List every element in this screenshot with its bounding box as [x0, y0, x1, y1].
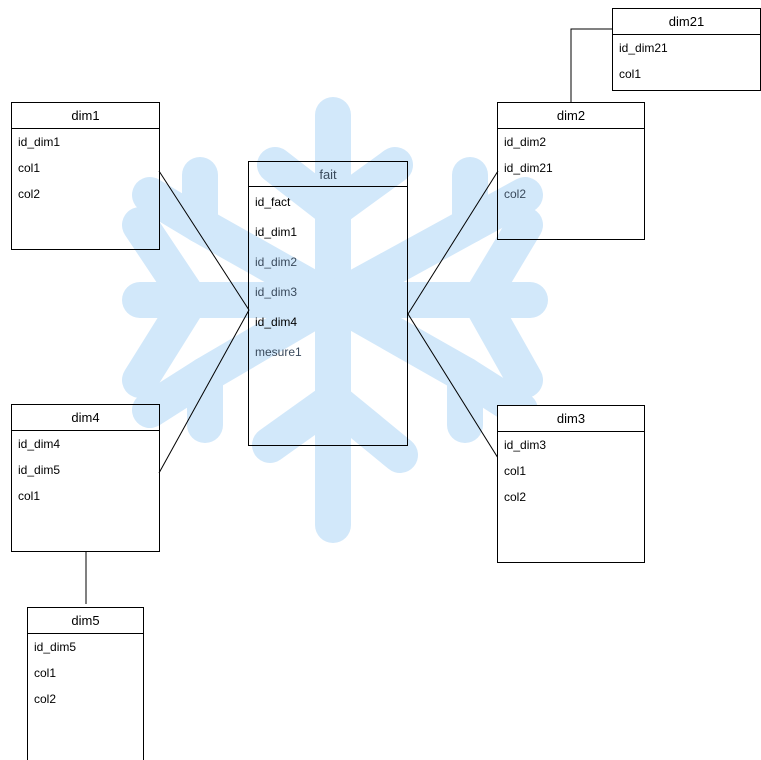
column-field: col1 [18, 161, 41, 175]
column-field: col2 [504, 187, 527, 201]
column-field: id_dim4 [18, 437, 61, 451]
column-field: id_dim21 [619, 41, 668, 55]
column-field: id_dim2 [255, 255, 298, 269]
column-field: id_dim5 [18, 463, 61, 477]
table-title: dim21 [613, 9, 760, 35]
column-field: col1 [504, 464, 527, 478]
table-dim3[interactable]: dim3 id_dim3 col1 col2 [497, 405, 645, 563]
link-dim4-fait [158, 309, 250, 474]
table-dim2[interactable]: dim2 id_dim2 id_dim21 col2 [497, 102, 645, 240]
table-title: dim5 [28, 608, 143, 634]
column-field: col1 [18, 489, 41, 503]
column-field: col2 [34, 692, 57, 706]
column-field: id_dim21 [504, 161, 553, 175]
table-dim5[interactable]: dim5 id_dim5 col1 col2 [27, 607, 144, 760]
column-field: id_dim3 [255, 285, 298, 299]
column-field: id_fact [255, 195, 291, 209]
column-field: id_dim1 [18, 135, 61, 149]
link-dim3-fait [407, 313, 499, 459]
link-dim1-fait [158, 170, 250, 311]
link-dim2-fait [407, 170, 499, 315]
column-field: mesure1 [255, 345, 302, 359]
table-dim4[interactable]: dim4 id_dim4 id_dim5 col1 [11, 404, 160, 552]
table-dim21[interactable]: dim21 id_dim21 col1 [612, 8, 761, 91]
column-field: id_dim1 [255, 225, 298, 239]
table-title: dim3 [498, 406, 644, 432]
column-field: id_dim2 [504, 135, 547, 149]
column-field: col1 [619, 67, 642, 81]
column-field: id_dim5 [34, 640, 77, 654]
table-title: dim1 [12, 103, 159, 129]
column-field: col1 [34, 666, 57, 680]
table-title: fait [249, 162, 407, 187]
table-dim1[interactable]: dim1 id_dim1 col1 col2 [11, 102, 160, 250]
column-field: id_dim3 [504, 438, 547, 452]
column-field: col2 [504, 490, 527, 504]
column-field: id_dim4 [255, 315, 298, 329]
link-dim2-dim21 [570, 28, 613, 102]
table-title: dim4 [12, 405, 159, 431]
column-field: col2 [18, 187, 41, 201]
table-fait[interactable]: fait id_fact id_dim1 id_dim2 id_dim3 id_… [248, 161, 408, 446]
table-title: dim2 [498, 103, 644, 129]
